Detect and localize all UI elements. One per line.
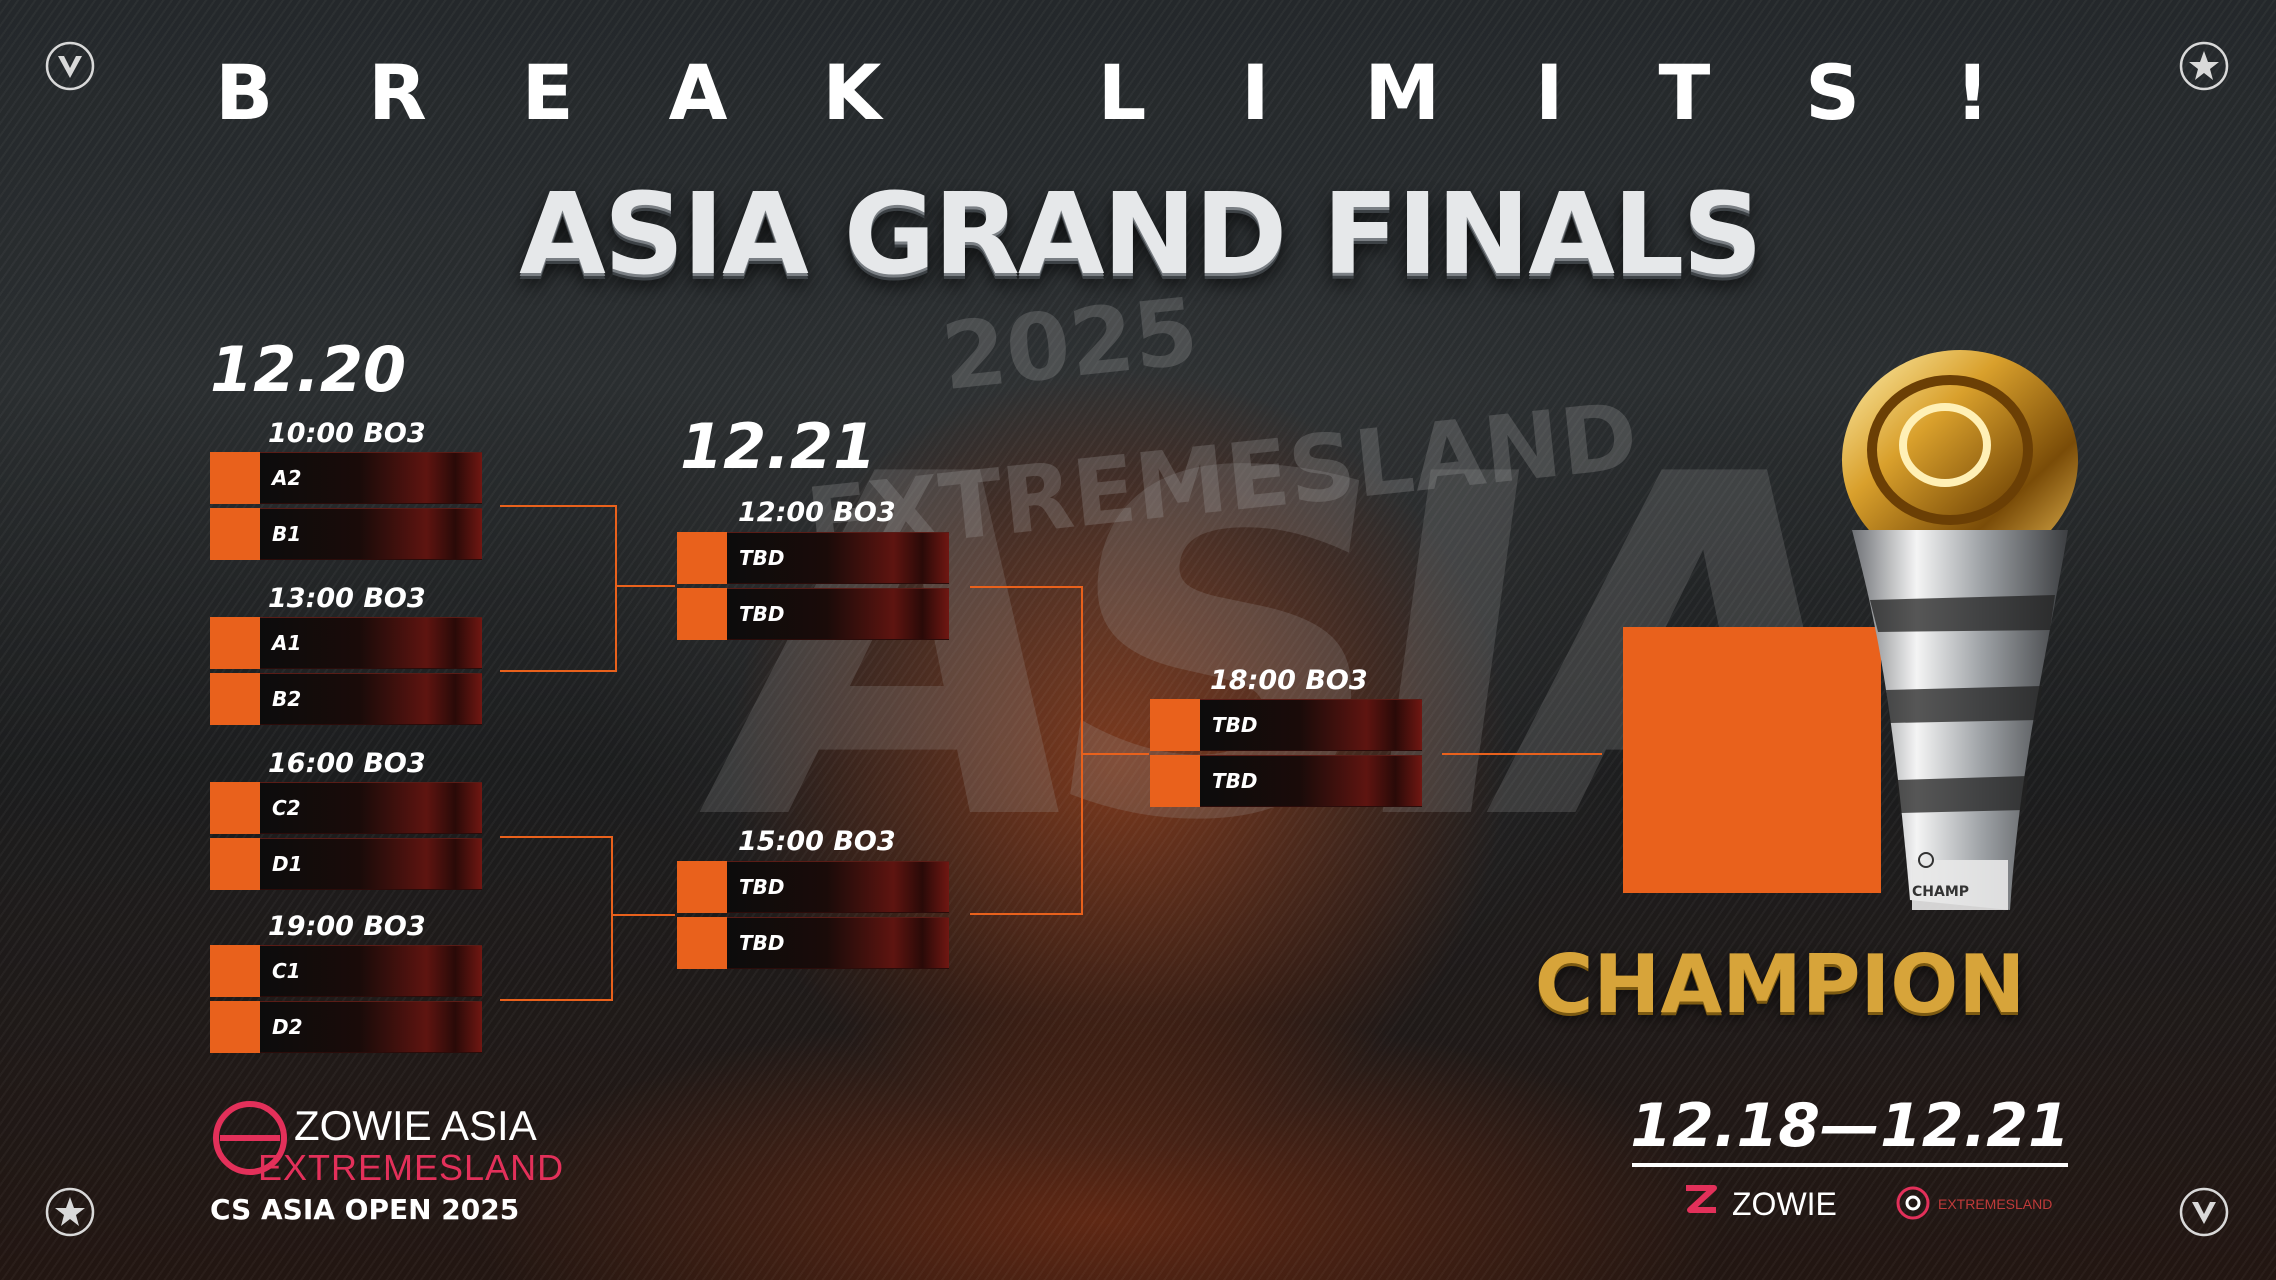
tagline: BREAK LIMITS! bbox=[215, 48, 2085, 137]
slot-bar bbox=[260, 782, 482, 834]
team-slot[interactable]: D2 bbox=[210, 1001, 482, 1053]
logo-title: ZOWIE ASIA bbox=[294, 1102, 537, 1149]
seed-marker bbox=[210, 673, 260, 725]
team-slot[interactable]: C2 bbox=[210, 782, 482, 834]
seed-marker bbox=[210, 1001, 260, 1053]
day2-date: 12.21 bbox=[680, 410, 877, 483]
bracket-connector bbox=[500, 999, 612, 1001]
match-time: 12:00 BO3 bbox=[738, 497, 896, 528]
seed-marker bbox=[677, 917, 727, 969]
seed-marker bbox=[210, 945, 260, 997]
slot-bar bbox=[260, 945, 482, 997]
slot-bar bbox=[260, 617, 482, 669]
bracket-connector bbox=[500, 836, 612, 838]
seed-marker bbox=[677, 861, 727, 913]
team-name: B1 bbox=[272, 522, 302, 546]
team-name: C1 bbox=[272, 959, 301, 983]
bracket-connector bbox=[970, 913, 1082, 915]
logo-subtitle: EXTREMESLAND bbox=[258, 1147, 565, 1188]
team-slot[interactable]: A1 bbox=[210, 617, 482, 669]
champion-label: CHAMPION bbox=[1534, 938, 2026, 1031]
zowie-logo-icon bbox=[1680, 1180, 1728, 1228]
team-name: TBD bbox=[739, 602, 785, 626]
zowie-asia-logo-icon bbox=[213, 1101, 287, 1175]
slot-bar bbox=[260, 1001, 482, 1053]
bracket-connector bbox=[615, 585, 675, 587]
seed-marker bbox=[677, 532, 727, 584]
day1-date: 12.20 bbox=[210, 333, 407, 406]
bracket-connector bbox=[1442, 753, 1602, 755]
bracket-connector bbox=[611, 836, 613, 1001]
team-slot[interactable]: A2 bbox=[210, 452, 482, 504]
team-name: A2 bbox=[272, 466, 302, 490]
team-name: TBD bbox=[1212, 713, 1258, 737]
sponsor-extremesland: EXTREMESLAND bbox=[1938, 1196, 2053, 1212]
champion-slot bbox=[1623, 627, 1881, 893]
seed-marker bbox=[210, 838, 260, 890]
seed-marker bbox=[210, 452, 260, 504]
event-dates: 12.18—12.21 bbox=[1630, 1091, 2070, 1161]
bracket-connector bbox=[1081, 586, 1083, 915]
seed-marker bbox=[1150, 699, 1200, 751]
seed-marker bbox=[677, 588, 727, 640]
extremesland-logo-icon bbox=[1895, 1185, 1933, 1223]
team-slot[interactable]: TBD bbox=[1150, 699, 1422, 751]
event-name: CS ASIA OPEN 2025 bbox=[210, 1193, 520, 1226]
slot-bar bbox=[727, 532, 949, 584]
team-slot[interactable]: TBD bbox=[1150, 755, 1422, 807]
match-time: 10:00 BO3 bbox=[268, 418, 426, 449]
match-time: 18:00 BO3 bbox=[1210, 665, 1368, 696]
match-time: 19:00 BO3 bbox=[268, 911, 426, 942]
team-name: TBD bbox=[739, 546, 785, 570]
trophy-icon: CHAMP bbox=[1842, 350, 2078, 910]
team-slot[interactable]: TBD bbox=[677, 917, 949, 969]
slot-bar bbox=[727, 588, 949, 640]
tournament-emblem-icon bbox=[2179, 1187, 2229, 1237]
slot-bar bbox=[260, 508, 482, 560]
bracket-connector bbox=[500, 505, 616, 507]
team-name: TBD bbox=[739, 875, 785, 899]
seed-marker bbox=[210, 617, 260, 669]
team-name: D1 bbox=[272, 852, 303, 876]
trophy-label: CHAMP bbox=[1912, 884, 1969, 900]
team-slot[interactable]: TBD bbox=[677, 861, 949, 913]
bracket-connector bbox=[970, 586, 1082, 588]
team-slot[interactable]: B1 bbox=[210, 508, 482, 560]
slot-bar bbox=[260, 452, 482, 504]
bracket-connector bbox=[500, 670, 616, 672]
match-time: 13:00 BO3 bbox=[268, 583, 426, 614]
team-name: D2 bbox=[272, 1015, 303, 1039]
match-time: 15:00 BO3 bbox=[738, 826, 896, 857]
match-time: 16:00 BO3 bbox=[268, 748, 426, 779]
tournament-emblem-icon bbox=[45, 41, 95, 91]
team-slot[interactable]: C1 bbox=[210, 945, 482, 997]
page-title: ASIA GRAND FINALS bbox=[519, 170, 1763, 300]
team-slot[interactable]: TBD bbox=[677, 588, 949, 640]
seed-marker bbox=[210, 508, 260, 560]
slot-bar bbox=[727, 917, 949, 969]
team-slot[interactable]: B2 bbox=[210, 673, 482, 725]
slot-bar bbox=[1200, 755, 1422, 807]
date-underline bbox=[1632, 1163, 2068, 1167]
team-name: B2 bbox=[272, 687, 302, 711]
slot-bar bbox=[260, 673, 482, 725]
seed-marker bbox=[1150, 755, 1200, 807]
team-slot[interactable]: D1 bbox=[210, 838, 482, 890]
sponsor-zowie: ZOWIE bbox=[1732, 1186, 1837, 1222]
slot-bar bbox=[1200, 699, 1422, 751]
star-emblem-icon bbox=[2179, 41, 2229, 91]
team-name: C2 bbox=[272, 796, 301, 820]
seed-marker bbox=[210, 782, 260, 834]
team-name: A1 bbox=[272, 631, 302, 655]
bracket-connector bbox=[1081, 753, 1149, 755]
slot-bar bbox=[727, 861, 949, 913]
team-slot[interactable]: TBD bbox=[677, 532, 949, 584]
star-emblem-icon bbox=[45, 1187, 95, 1237]
team-name: TBD bbox=[739, 931, 785, 955]
bracket-connector bbox=[615, 505, 617, 672]
bracket-connector bbox=[611, 914, 675, 916]
slot-bar bbox=[260, 838, 482, 890]
team-name: TBD bbox=[1212, 769, 1258, 793]
